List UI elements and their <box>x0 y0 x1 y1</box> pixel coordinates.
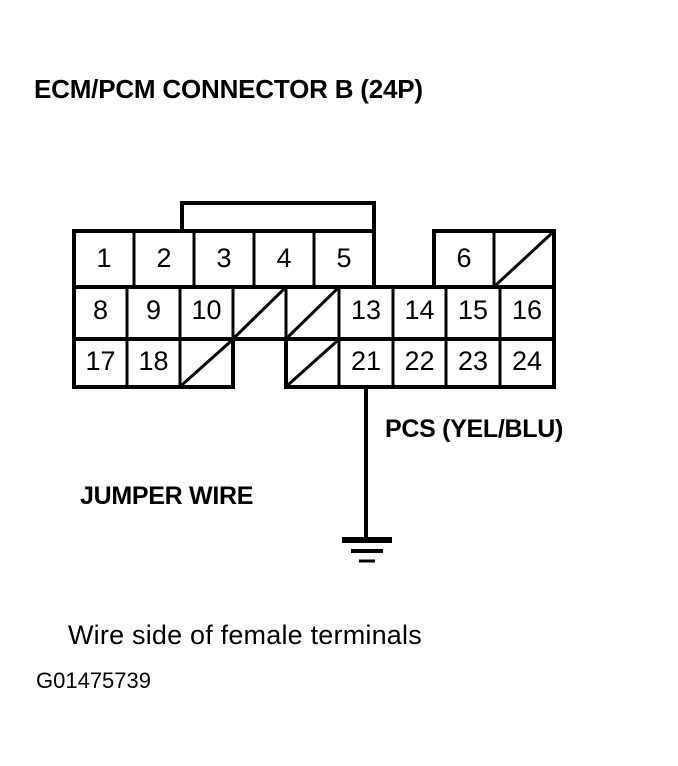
connector-pin-6[interactable]: 6 <box>456 243 472 273</box>
ground-symbol <box>342 537 392 563</box>
blank-diagonal-row2-c5 <box>286 287 339 339</box>
connector-pin-22[interactable]: 22 <box>404 346 435 376</box>
connector-pin-8[interactable]: 8 <box>92 295 109 325</box>
connector-pin-16[interactable]: 16 <box>511 295 543 325</box>
connector-pin-5[interactable]: 5 <box>336 243 352 273</box>
connector-pin-24[interactable]: 24 <box>511 346 543 376</box>
connector-pin-1[interactable]: 1 <box>96 243 112 273</box>
connector-pin-17[interactable]: 17 <box>85 346 116 376</box>
connector-pin-2[interactable]: 2 <box>156 243 172 273</box>
blank-diagonal-row1-c9 <box>494 231 554 287</box>
connector-pin-18[interactable]: 18 <box>138 346 169 376</box>
pcs-wire-label: PCS (YEL/BLU) <box>385 415 564 443</box>
blank-diagonal-row2-c4 <box>233 287 286 339</box>
blank-diagonal-row3-c3 <box>180 339 233 387</box>
connector-pin-21[interactable]: 21 <box>350 346 382 376</box>
connector-pin-9[interactable]: 9 <box>145 295 162 325</box>
connector-latch-tab <box>180 201 376 233</box>
connector-pin-3[interactable]: 3 <box>216 243 232 273</box>
connector-pin-4[interactable]: 4 <box>276 243 292 273</box>
diagram-caption: Wire side of female terminals <box>68 620 422 650</box>
connector-pin-10[interactable]: 10 <box>191 295 222 325</box>
jumper-wire-label: JUMPER WIRE <box>80 482 254 510</box>
page-title: ECM/PCM CONNECTOR B (24P) <box>34 74 423 104</box>
blank-diagonal-row3-c5 <box>286 339 339 387</box>
connector-pin-14[interactable]: 14 <box>404 295 435 325</box>
figure-id-code: G01475739 <box>36 668 151 693</box>
connector-pin-23[interactable]: 23 <box>457 346 489 376</box>
connector-pin-15[interactable]: 15 <box>457 295 489 325</box>
connector-pin-13[interactable]: 13 <box>350 295 382 325</box>
